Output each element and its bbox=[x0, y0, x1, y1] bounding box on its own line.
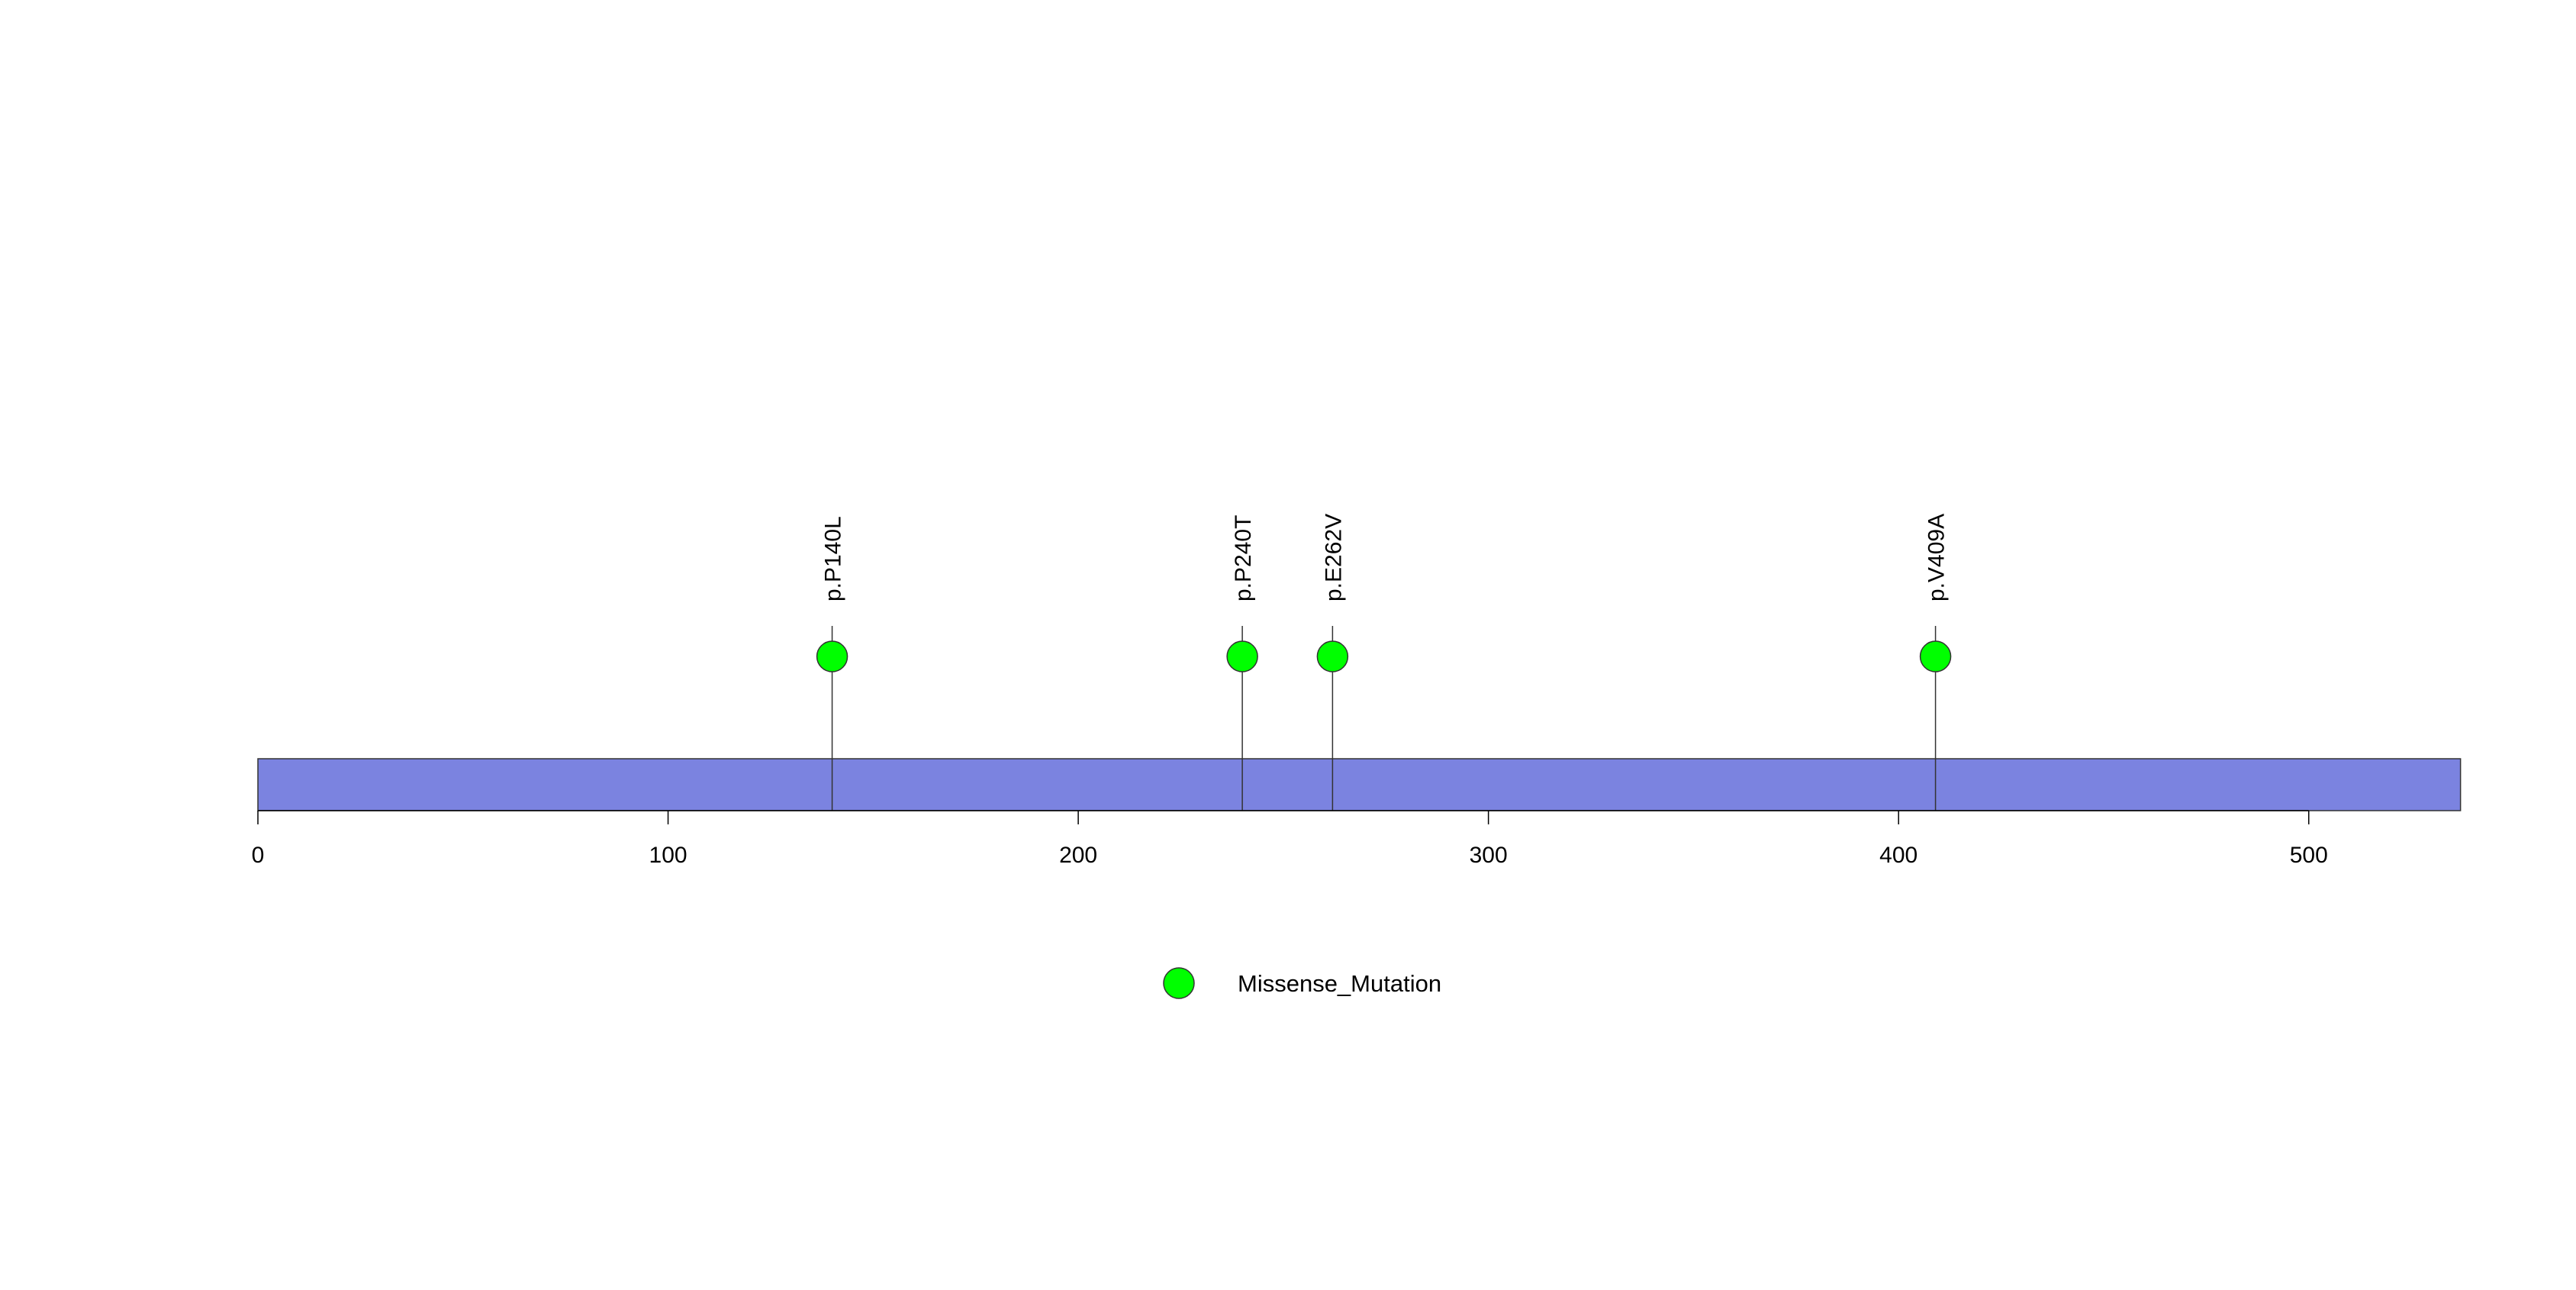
mutation-marker-2 bbox=[1316, 640, 1349, 672]
legend-label-missense: Missense_Mutation bbox=[1238, 970, 1441, 997]
mutation-label-1: p.P240T bbox=[1231, 515, 1256, 601]
x-tick-label-400: 400 bbox=[1879, 843, 1918, 868]
mutation-markers bbox=[816, 640, 1952, 672]
x-tick-label-0: 0 bbox=[252, 843, 265, 868]
x-tick-label-300: 300 bbox=[1470, 843, 1508, 868]
mutation-marker-0 bbox=[816, 640, 848, 672]
mutation-labels: p.P140L p.P240T p.E262V p.V409A bbox=[821, 514, 1950, 601]
protein-bar bbox=[257, 758, 2462, 811]
mutation-label-3: p.V409A bbox=[1924, 514, 1950, 601]
x-tick-label-500: 500 bbox=[2290, 843, 2328, 868]
x-axis-ticks: 0 100 200 300 400 500 bbox=[252, 811, 2328, 868]
legend: Missense_Mutation bbox=[1163, 967, 1441, 999]
mutation-label-0: p.P140L bbox=[821, 516, 846, 601]
mutation-marker-3 bbox=[1919, 640, 1952, 672]
legend-swatch-missense bbox=[1163, 967, 1195, 999]
x-tick-label-100: 100 bbox=[649, 843, 687, 868]
mutation-label-2: p.E262V bbox=[1321, 514, 1346, 601]
x-tick-label-200: 200 bbox=[1059, 843, 1097, 868]
mutation-marker-1 bbox=[1226, 640, 1258, 672]
